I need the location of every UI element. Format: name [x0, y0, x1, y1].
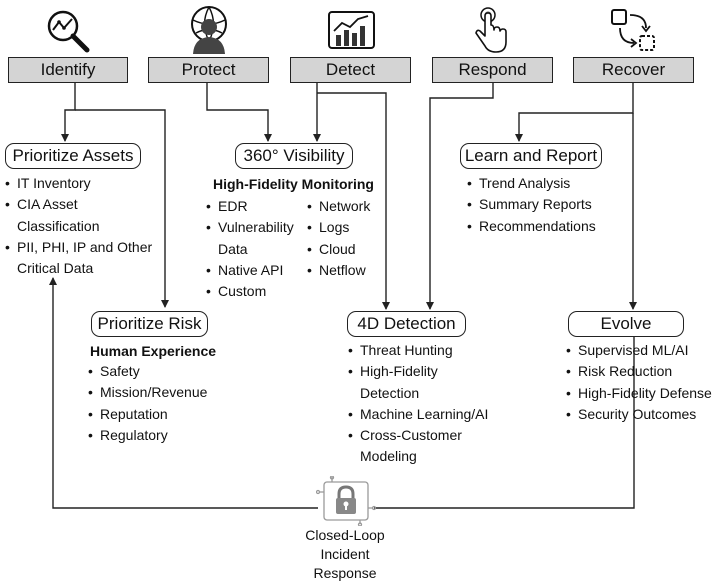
list-item: EDR	[206, 196, 306, 218]
arrow-identify-assets	[61, 83, 76, 142]
phase-respond: Respond	[432, 57, 553, 83]
list-item: Netflow	[307, 260, 387, 282]
list-item: Regulatory	[88, 425, 228, 447]
learn-report-list: Trend Analysis Summary Reports Recommend…	[467, 173, 627, 237]
prioritize-assets-list: IT Inventory CIA Asset Classification PI…	[5, 173, 165, 279]
list-item: PII, PHI, IP and Other Critical Data	[5, 237, 167, 280]
list-item: Recommendations	[467, 216, 627, 238]
list-item: IT Inventory	[5, 173, 165, 195]
list-item: Network	[307, 196, 387, 218]
prioritize-risk-list: Safety Mission/Revenue Reputation Regula…	[88, 361, 228, 446]
visibility-title: 360° Visibility	[235, 143, 353, 169]
phase-protect: Protect	[148, 57, 269, 83]
visibility-list-left: EDR Vulnerability Data Native API Custom	[206, 196, 306, 303]
closed-loop-line2: Incident	[320, 546, 370, 562]
bar-chart-icon	[328, 11, 375, 49]
list-item: Cross-Customer Modeling	[348, 425, 480, 468]
visibility-list-right: Network Logs Cloud Netflow	[307, 196, 387, 281]
list-item: Trend Analysis	[467, 173, 627, 195]
prioritize-risk-title: Prioritize Risk	[91, 311, 208, 337]
magnifier-chart-icon	[44, 8, 92, 54]
arrow-protect-visibility	[206, 83, 272, 142]
prioritize-risk-subtitle: Human Experience	[90, 343, 217, 359]
arrow-recover-learn	[515, 83, 634, 142]
visibility-subtitle: High-Fidelity Monitoring	[213, 176, 374, 192]
closed-loop-caption: Closed-Loop Incident Response	[295, 526, 395, 583]
closed-loop-return	[49, 277, 318, 509]
person-globe-icon	[188, 6, 230, 54]
prioritize-assets-title: Prioritize Assets	[5, 143, 141, 169]
list-item: Machine Learning/AI	[348, 404, 508, 426]
evolve-list: Supervised ML/AI Risk Reduction High-Fid…	[566, 340, 716, 425]
phase-recover: Recover	[573, 57, 694, 83]
learn-report-title: Learn and Report	[460, 143, 602, 169]
touch-hand-icon	[474, 6, 510, 54]
list-item: High-Fidelity Defense	[566, 383, 716, 405]
list-item: Logs	[307, 217, 387, 239]
recover-flow-icon	[610, 6, 658, 52]
list-item: High-Fidelity Detection	[348, 361, 455, 404]
list-item: Supervised ML/AI	[566, 340, 716, 362]
list-item: Safety	[88, 361, 228, 383]
list-item: Reputation	[88, 404, 228, 426]
list-item: Security Outcomes	[566, 404, 716, 426]
detection-title: 4D Detection	[347, 311, 466, 337]
closed-loop-line1: Closed-Loop	[305, 527, 385, 543]
list-item: Custom	[206, 281, 306, 303]
list-item: Mission/Revenue	[88, 382, 228, 404]
list-item: Summary Reports	[467, 194, 627, 216]
lock-icon	[315, 475, 377, 527]
list-item: Risk Reduction	[566, 361, 716, 383]
list-item: CIA Asset Classification	[5, 194, 127, 237]
closed-loop-line3: Response	[313, 565, 377, 581]
evolve-title: Evolve	[568, 311, 684, 337]
phase-identify: Identify	[8, 57, 128, 83]
list-item: Native API	[206, 260, 306, 282]
arrow-respond-detection	[426, 83, 494, 310]
phase-detect: Detect	[290, 57, 411, 83]
list-item: Threat Hunting	[348, 340, 508, 362]
detection-list: Threat Hunting High-Fidelity Detection M…	[348, 340, 508, 468]
list-item: Vulnerability Data	[206, 217, 300, 260]
list-item: Cloud	[307, 239, 387, 261]
